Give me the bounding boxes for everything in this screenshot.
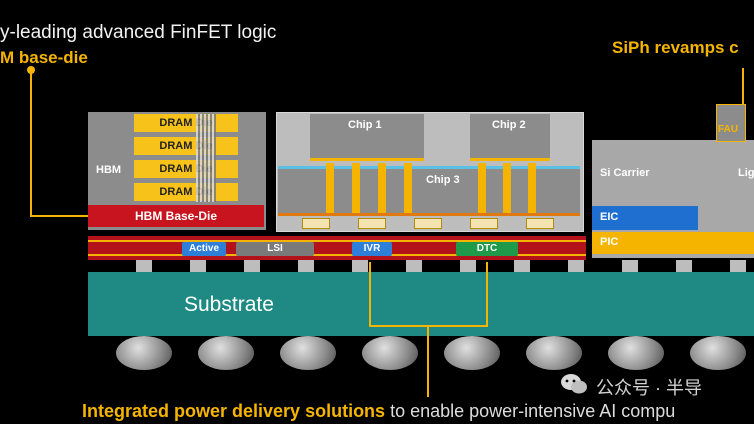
chip-1-label: Chip 1 [348, 119, 382, 131]
footer-rest: to enable power-intensive AI compu [385, 401, 676, 421]
footer-highlight: Integrated power delivery solutions [82, 401, 386, 421]
tsv-pillar [478, 163, 486, 213]
dram-die: DRAM Die [134, 114, 238, 132]
eic-label: EIC [600, 211, 619, 223]
tag-ivr: IVR [352, 242, 392, 256]
chip-1 [310, 114, 424, 158]
substrate-label: Substrate [184, 293, 274, 316]
tsv-pillar [503, 163, 511, 213]
fau-leader [742, 68, 744, 104]
header-left-line1: y-leading advanced FinFET logic [0, 22, 277, 43]
solder-ball [444, 336, 500, 370]
bond-pad [470, 218, 498, 229]
header-right-line: SiPh revamps c [612, 38, 739, 57]
solder-ball [280, 336, 336, 370]
wechat-icon [560, 372, 588, 396]
fau-label: FAU [718, 124, 738, 135]
tag-dtc: DTC [456, 242, 518, 256]
tsv-pillar [528, 163, 536, 213]
tag-lsi: LSI [236, 242, 314, 256]
hbm-base-die: HBM Base-Die [88, 205, 264, 227]
tsv-pillar [352, 163, 360, 213]
footer-line: Integrated power delivery solutions to e… [82, 401, 675, 422]
pic-label: PIC [600, 236, 619, 248]
solder-ball [690, 336, 746, 370]
chip-3-top-edge [278, 166, 580, 169]
power-path-right [486, 262, 488, 326]
bond-pad [358, 218, 386, 229]
tsv-stripes [196, 114, 216, 202]
header-left-line2: M base-die [0, 48, 88, 67]
eic-block [592, 206, 698, 230]
bond-pad [526, 218, 554, 229]
interposer-bottom-line [88, 254, 586, 256]
power-path-left [369, 262, 371, 326]
watermark-text: 公众号 · 半导 [596, 378, 702, 398]
tsv-pillar [378, 163, 386, 213]
header-leader-vertical [30, 70, 32, 216]
lig-label: Lig [738, 167, 754, 179]
solder-ball [526, 336, 582, 370]
dram-die: DRAM Die [134, 160, 238, 178]
chip-2-bump-row [470, 158, 550, 161]
solder-ball [362, 336, 418, 370]
dram-die: DRAM Die [134, 137, 238, 155]
fau-block [716, 104, 746, 142]
hbm-label: HBM [96, 164, 122, 176]
tsv-pillar [326, 163, 334, 213]
interposer-top-line [88, 240, 586, 242]
tag-active: Active [182, 242, 226, 256]
dram-die: DRAM Die [134, 183, 238, 201]
chip-3-bottom-line [278, 213, 580, 216]
chip-1-bump-row [310, 158, 424, 161]
power-path-drop [427, 325, 429, 397]
micro-bump-row [98, 260, 754, 272]
solder-ball [198, 336, 254, 370]
chip-2-label: Chip 2 [492, 119, 526, 131]
solder-ball [608, 336, 664, 370]
chip-3-label: Chip 3 [426, 174, 460, 186]
si-carrier-label: Si Carrier [600, 167, 650, 179]
header-leader-horizontal [30, 215, 88, 217]
pic-block [592, 232, 754, 254]
bond-pad [302, 218, 330, 229]
bond-pad [414, 218, 442, 229]
solder-ball [116, 336, 172, 370]
chip-2 [470, 114, 550, 158]
tsv-pillar [404, 163, 412, 213]
header-leader-dot [27, 66, 35, 74]
